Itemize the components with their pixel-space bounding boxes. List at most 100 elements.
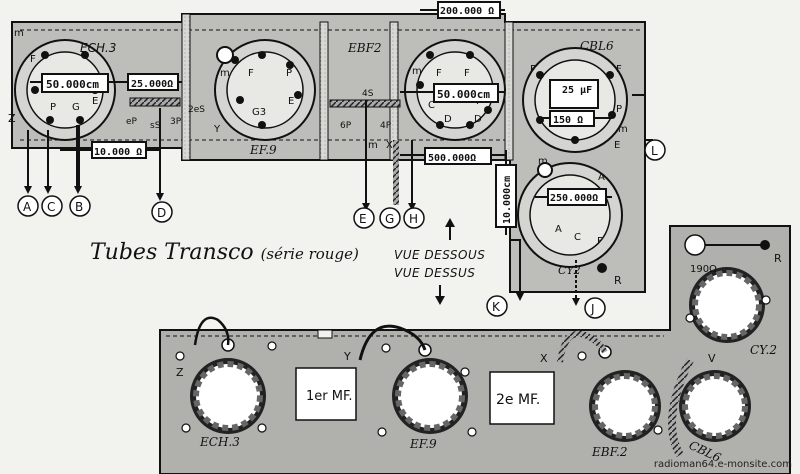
svg-text:L: L bbox=[651, 144, 658, 158]
view-arrows bbox=[435, 218, 455, 305]
svg-text:A: A bbox=[23, 200, 32, 214]
resistor-10000cm: 10.000cm bbox=[495, 150, 517, 235]
label-vue-dessus: VUE DESSUS bbox=[394, 266, 476, 280]
svg-text:K: K bbox=[492, 300, 501, 314]
ech3-top-socket: Z ECH.3 bbox=[176, 316, 266, 449]
pin-g: G bbox=[72, 102, 80, 113]
svg-text:F: F bbox=[436, 68, 442, 79]
pin-f: F bbox=[30, 54, 36, 65]
svg-text:F: F bbox=[597, 236, 603, 247]
cy2-top-socket: R 190Ω CY.2 bbox=[684, 234, 782, 357]
svg-text:A: A bbox=[555, 224, 562, 235]
caption-main: Tubes Transco bbox=[90, 240, 254, 265]
svg-text:m: m bbox=[220, 68, 230, 79]
svg-text:Y: Y bbox=[343, 350, 351, 363]
resistor-150: 150 Ω bbox=[540, 110, 610, 127]
svg-text:E: E bbox=[359, 212, 367, 226]
label-ss: sS bbox=[150, 121, 161, 131]
svg-text:500.000Ω: 500.000Ω bbox=[428, 153, 476, 164]
resistor-50000-ech: 50.000cm bbox=[30, 73, 115, 93]
tube-label-cy2: CY2 bbox=[558, 264, 581, 277]
bottom-label-ef9: EF.9 bbox=[409, 437, 437, 451]
resistor-25000: 25.000Ω bbox=[115, 73, 182, 91]
chassis-notch bbox=[317, 329, 333, 339]
svg-text:F: F bbox=[464, 68, 470, 79]
bottom-label-ebf2: EBF.2 bbox=[591, 445, 627, 459]
tube-label-ech3: ECH.3 bbox=[80, 41, 116, 55]
svg-text:D: D bbox=[474, 114, 482, 125]
svg-text:X: X bbox=[386, 140, 393, 151]
pin-e: E bbox=[92, 96, 98, 107]
bottom-label-ech3: ECH.3 bbox=[199, 435, 240, 449]
svg-text:C: C bbox=[574, 232, 581, 243]
caption: Tubes Transco (série rouge) bbox=[90, 240, 359, 265]
bottom-label-cy2: CY.2 bbox=[750, 343, 777, 357]
terminal-d: D bbox=[151, 201, 173, 223]
svg-text:25.000Ω: 25.000Ω bbox=[131, 79, 173, 90]
svg-text:G: G bbox=[385, 212, 394, 226]
ef9-socket: m F P E G3 Y EF.9 bbox=[213, 39, 316, 157]
svg-text:200.000 Ω: 200.000 Ω bbox=[440, 6, 494, 17]
terminal-wires bbox=[27, 94, 653, 300]
svg-text:m: m bbox=[412, 66, 422, 77]
ebf2-top-socket: X EBF.2 bbox=[540, 330, 661, 459]
svg-text:4S: 4S bbox=[362, 89, 374, 99]
svg-text:G3: G3 bbox=[252, 107, 266, 118]
ef9-top-socket: Y EF.9 bbox=[343, 324, 468, 451]
svg-text:10.000cm: 10.000cm bbox=[502, 176, 513, 224]
svg-text:R: R bbox=[774, 252, 782, 265]
label-vue-dessous: VUE DESSOUS bbox=[394, 248, 486, 262]
label-3p: 3P bbox=[170, 117, 182, 127]
tube-label-ef9: EF.9 bbox=[249, 143, 277, 157]
shielded-lead bbox=[129, 97, 181, 107]
svg-text:m: m bbox=[368, 140, 378, 151]
svg-text:D: D bbox=[444, 114, 452, 125]
terminal-g: G bbox=[379, 207, 401, 229]
svg-text:H: H bbox=[409, 212, 418, 226]
mounting-screws bbox=[175, 295, 771, 437]
terminal-k: K bbox=[486, 295, 508, 317]
svg-text:B: B bbox=[75, 200, 83, 214]
svg-text:V: V bbox=[708, 352, 716, 365]
svg-text:J: J bbox=[590, 302, 595, 316]
svg-text:4P: 4P bbox=[380, 121, 392, 131]
svg-text:150 Ω: 150 Ω bbox=[553, 115, 583, 126]
svg-text:50.000cm: 50.000cm bbox=[46, 78, 99, 91]
terminals: A C B D E G H K J L bbox=[17, 139, 666, 319]
watermark: radioman64.e-monsite.com bbox=[653, 459, 792, 470]
terminal-b: B bbox=[69, 195, 91, 217]
resistor-200000: 200.000 Ω bbox=[420, 1, 505, 19]
resistor-500000: 500.000Ω bbox=[400, 147, 505, 165]
svg-text:6P: 6P bbox=[340, 121, 352, 131]
svg-text:D: D bbox=[157, 206, 166, 220]
svg-text:C: C bbox=[47, 200, 55, 214]
terminal-l: L bbox=[644, 139, 666, 161]
terminal-j: J bbox=[584, 297, 606, 319]
terminal-c: C bbox=[41, 195, 63, 217]
pin-m: m bbox=[14, 28, 24, 39]
svg-text:Z: Z bbox=[176, 366, 184, 379]
svg-text:2e MF.: 2e MF. bbox=[496, 392, 540, 408]
svg-text:X: X bbox=[540, 352, 548, 365]
svg-text:250.000Ω: 250.000Ω bbox=[550, 193, 598, 204]
terminal-arrows bbox=[24, 186, 580, 306]
svg-text:P: P bbox=[286, 68, 292, 79]
label-2es: 2eS bbox=[188, 105, 205, 115]
svg-text:190Ω: 190Ω bbox=[690, 264, 717, 275]
resistor-50000-ebf: 50.000cm bbox=[400, 83, 505, 103]
svg-text:F: F bbox=[616, 64, 622, 75]
svg-text:50.000cm: 50.000cm bbox=[437, 88, 490, 101]
second-if-transformer: 2e MF. bbox=[489, 371, 555, 425]
svg-text:1er MF.: 1er MF. bbox=[306, 389, 352, 404]
svg-text:E: E bbox=[614, 140, 620, 151]
svg-text:10.000 Ω: 10.000 Ω bbox=[94, 147, 142, 158]
svg-text:F: F bbox=[530, 64, 536, 75]
svg-text:Y: Y bbox=[213, 124, 221, 135]
svg-text:E: E bbox=[288, 96, 294, 107]
terminal-h: H bbox=[403, 207, 425, 229]
first-if-transformer: 1er MF. bbox=[295, 367, 357, 421]
capacitor-25uf: 25 µF bbox=[549, 79, 599, 109]
resistor-250000: 250.000Ω bbox=[535, 188, 612, 206]
